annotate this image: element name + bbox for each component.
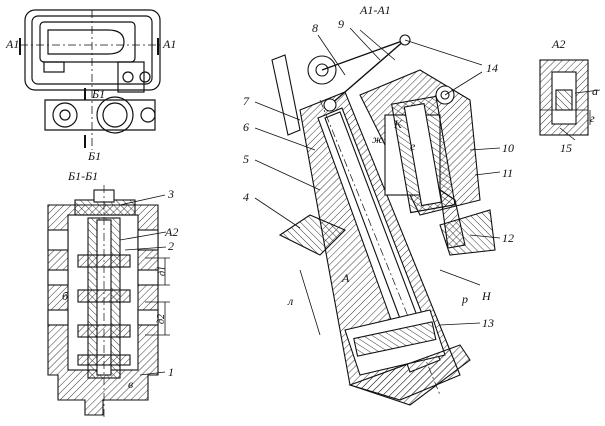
callout-13: 13: [482, 316, 494, 330]
detail-a2-view: [539, 59, 601, 141]
callout-11: 11: [502, 166, 513, 180]
section-mark-a1-left: A1: [5, 37, 19, 51]
callout-5: 5: [243, 152, 249, 166]
letter-a-detail: а: [592, 84, 598, 98]
section-a1-view: [254, 27, 501, 406]
letter-n: Н: [481, 289, 492, 303]
callout-2: 2: [168, 239, 174, 253]
callout-4: 4: [243, 190, 249, 204]
letter-e: е: [410, 139, 416, 153]
letter-l: л: [287, 294, 293, 308]
section-b1-view: [47, 185, 170, 420]
callout-10: 10: [502, 141, 514, 155]
callout-14: 14: [486, 61, 498, 75]
callout-a2: A2: [164, 225, 178, 239]
top-view: [19, 9, 161, 150]
letter-g-detail: г: [590, 111, 595, 125]
letter-k: К: [393, 117, 403, 131]
callout-1: 1: [168, 365, 174, 379]
callout-15: 15: [560, 141, 572, 155]
dim-d2: д2: [156, 314, 167, 324]
letter-v: в: [128, 377, 133, 391]
callout-6: 6: [243, 120, 249, 134]
cut-mark-b1-lower: Б1: [87, 149, 101, 163]
letter-r: р: [461, 292, 468, 306]
cut-mark-b1-upper: Б1: [91, 87, 105, 101]
callout-8: 8: [312, 21, 318, 35]
section-a1-title: A1-A1: [359, 3, 391, 17]
callout-3: 3: [167, 187, 174, 201]
letter-zh: ж: [372, 132, 383, 146]
letter-a: А: [341, 271, 350, 285]
section-b1-title: Б1-Б1: [67, 169, 98, 183]
letter-b: б: [62, 289, 69, 303]
detail-a2-title: A2: [551, 37, 565, 51]
callout-12: 12: [502, 231, 514, 245]
callout-7: 7: [243, 94, 250, 108]
section-mark-a1-right: A1: [162, 37, 176, 51]
callout-9: 9: [338, 17, 344, 31]
dim-d1: д1: [157, 266, 168, 276]
